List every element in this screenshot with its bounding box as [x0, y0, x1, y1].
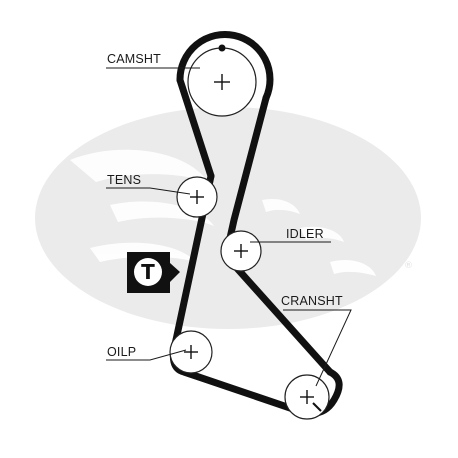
tensioner-pulley — [176, 176, 218, 218]
crank-timing-mark — [312, 402, 322, 412]
label-idler: IDLER — [286, 227, 324, 241]
registered-mark: ® — [404, 261, 413, 271]
tensioner-marker-icon: T — [127, 252, 180, 293]
camshaft-pulley — [187, 44, 257, 117]
tensioner-badge-letter: T — [141, 260, 155, 284]
timing-mark-dot — [218, 44, 226, 52]
gates-watermark-logo: ® — [35, 107, 421, 329]
idler-pulley — [220, 230, 262, 272]
leader-lines — [106, 67, 352, 387]
label-crankshaft: CRANSHT — [281, 294, 343, 308]
crankshaft-pulley — [284, 374, 330, 420]
label-oil-pump: OILP — [107, 345, 136, 359]
label-tensioner: TENS — [107, 173, 141, 187]
label-camshaft: CAMSHT — [107, 52, 161, 66]
oil-pump-pulley — [169, 330, 213, 374]
